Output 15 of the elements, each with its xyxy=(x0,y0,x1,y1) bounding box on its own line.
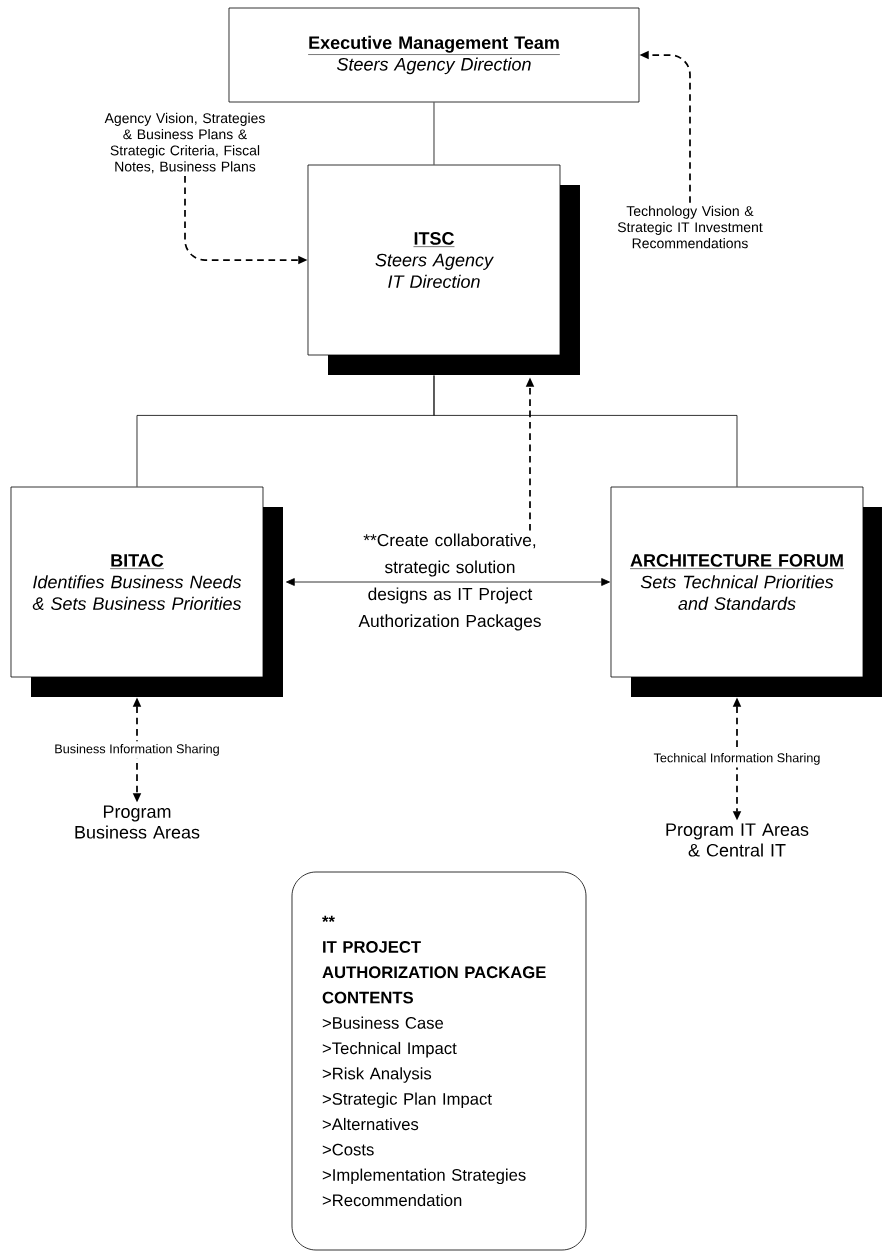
role-box: BITAC Identifies Business Needs & Sets Business Priorities xyxy=(10,486,283,697)
role-box: Executive Management Team Steers Agency Direction xyxy=(228,7,640,103)
connector-line xyxy=(433,102,435,165)
role-box: ITSC Steers Agency IT Direction xyxy=(307,164,580,375)
connector-line xyxy=(433,375,738,487)
arrow xyxy=(286,578,610,586)
role-box: ARCHITECTURE FORUM Sets Technical Priorities and Standards xyxy=(610,486,882,697)
note-box: ** IT PROJECT AUTHORIZATION PACKAGE CONTENTS >Business Case >Technical Impact >Risk Analysis >Strategic Plan Impact >Alternatives >Costs >Implementation Strategies >Recommendation xyxy=(291,871,587,1251)
edge-label: Technical Information Sharing xyxy=(650,750,824,768)
annotation-text: Agency Vision, Strategies & Business Plans & Strategic Criteria, Fiscal Notes, Business Plans xyxy=(104,112,265,174)
annotation-text: Program IT Areas & Central IT xyxy=(666,823,809,857)
edge-label: Business Information Sharing xyxy=(51,741,223,759)
annotation-text: **Create collaborative, strategic solution designs as IT Project Authorization Packages xyxy=(358,533,541,631)
annotation-text: Technology Vision & Strategic IT Investment Recommendations xyxy=(617,205,763,249)
annotation-text: Program Business Areas xyxy=(75,805,200,839)
